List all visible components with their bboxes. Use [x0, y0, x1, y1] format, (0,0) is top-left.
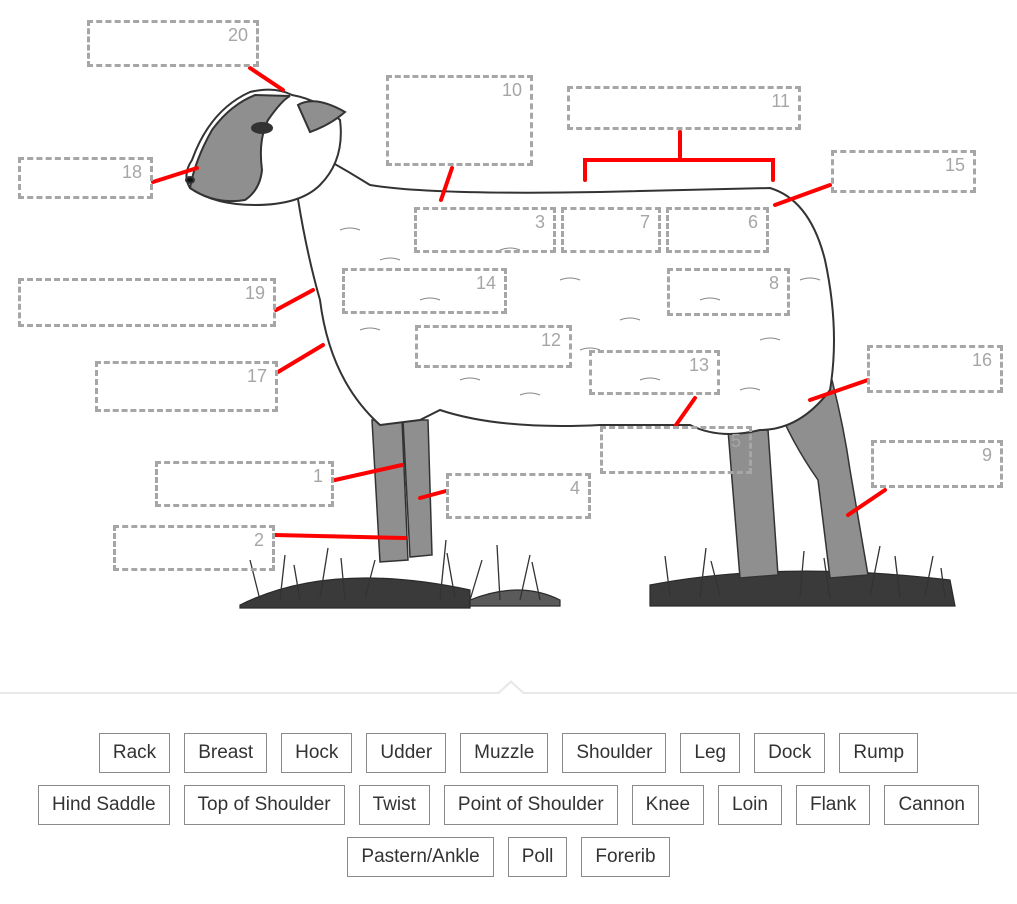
label-bank-row-2: Hind Saddle Top of Shoulder Twist Point …	[0, 785, 1017, 825]
drop-zone-19[interactable]: 19	[18, 278, 276, 327]
drop-zone-13[interactable]: 13	[589, 350, 720, 395]
label-chip-dock[interactable]: Dock	[754, 733, 826, 773]
sheep-head	[185, 88, 347, 207]
label-chip-twist[interactable]: Twist	[358, 785, 430, 825]
drop-zone-number: 17	[246, 366, 267, 386]
drop-zone-6[interactable]: 6	[666, 207, 769, 253]
label-chip-poll[interactable]: Poll	[507, 837, 568, 877]
drop-zone-number: 10	[501, 80, 522, 100]
drop-zone-16[interactable]: 16	[867, 345, 1003, 393]
drop-zone-number: 7	[639, 212, 650, 232]
label-chip-shoulder[interactable]: Shoulder	[562, 733, 667, 773]
drop-zone-11[interactable]: 11	[567, 86, 801, 130]
drop-zone-number: 13	[688, 355, 709, 375]
drop-zone-number: 12	[540, 330, 561, 350]
drop-zone-4[interactable]: 4	[446, 473, 591, 519]
drop-zone-number: 2	[253, 530, 264, 550]
label-chip-pastern-ankle[interactable]: Pastern/Ankle	[347, 837, 494, 877]
drop-zone-14[interactable]: 14	[342, 268, 507, 314]
drop-zone-2[interactable]: 2	[113, 525, 275, 571]
label-chip-hock[interactable]: Hock	[281, 733, 353, 773]
sheep-diagram: 1 2 3 4 5 6 7 8 9 10 11 12 13 14 15 16 1…	[18, 20, 1003, 609]
label-chip-muzzle[interactable]: Muzzle	[460, 733, 549, 773]
label-chip-forerib[interactable]: Forerib	[581, 837, 670, 877]
drop-zone-17[interactable]: 17	[95, 361, 278, 412]
drop-zone-12[interactable]: 12	[415, 325, 572, 368]
drop-zone-number: 3	[534, 212, 545, 232]
label-chip-udder[interactable]: Udder	[366, 733, 447, 773]
label-bank-row-3: Pastern/Ankle Poll Forerib	[0, 837, 1017, 877]
leader-lines	[151, 66, 887, 540]
drop-zone-9[interactable]: 9	[871, 440, 1003, 488]
label-bank-row-1: Rack Breast Hock Udder Muzzle Shoulder L…	[0, 733, 1017, 773]
drop-zone-number: 19	[244, 283, 265, 303]
drop-zone-8[interactable]: 8	[667, 268, 790, 316]
label-chip-rump[interactable]: Rump	[839, 733, 919, 773]
drop-zone-number: 5	[730, 431, 741, 451]
sheep-body	[288, 138, 835, 435]
label-chip-point-of-shoulder[interactable]: Point of Shoulder	[443, 785, 618, 825]
label-chip-rack[interactable]: Rack	[98, 733, 171, 773]
sheep-illustration	[151, 66, 956, 609]
label-chip-top-of-shoulder[interactable]: Top of Shoulder	[183, 785, 345, 825]
drop-zone-number: 1	[312, 466, 323, 486]
label-chip-flank[interactable]: Flank	[795, 785, 871, 825]
drop-zone-number: 14	[475, 273, 496, 293]
drop-zone-number: 16	[971, 350, 992, 370]
label-chip-knee[interactable]: Knee	[631, 785, 705, 825]
drop-zone-3[interactable]: 3	[414, 207, 556, 253]
label-chip-leg[interactable]: Leg	[680, 733, 741, 773]
label-chip-loin[interactable]: Loin	[718, 785, 782, 825]
drop-zone-number: 4	[569, 478, 580, 498]
wool-texture	[339, 227, 821, 396]
drop-zone-10[interactable]: 10	[386, 75, 533, 166]
drop-zone-18[interactable]: 18	[18, 157, 153, 199]
drop-zone-number: 18	[121, 162, 142, 182]
drop-zone-20[interactable]: 20	[87, 20, 259, 67]
drop-zone-1[interactable]: 1	[155, 461, 334, 507]
drop-zone-7[interactable]: 7	[561, 207, 661, 253]
drop-zone-number: 9	[981, 445, 992, 465]
divider-notch-fill	[499, 683, 523, 694]
grass	[239, 539, 956, 609]
drop-zone-number: 20	[227, 25, 248, 45]
drop-zone-15[interactable]: 15	[831, 150, 976, 193]
label-chip-cannon[interactable]: Cannon	[884, 785, 979, 825]
drop-zone-number: 6	[747, 212, 758, 232]
drop-zone-number: 8	[768, 273, 779, 293]
drop-zone-5[interactable]: 5	[600, 426, 752, 474]
label-chip-breast[interactable]: Breast	[184, 733, 268, 773]
drop-zone-number: 15	[944, 155, 965, 175]
label-chip-hind-saddle[interactable]: Hind Saddle	[38, 785, 170, 825]
drop-zone-number: 11	[771, 91, 790, 111]
